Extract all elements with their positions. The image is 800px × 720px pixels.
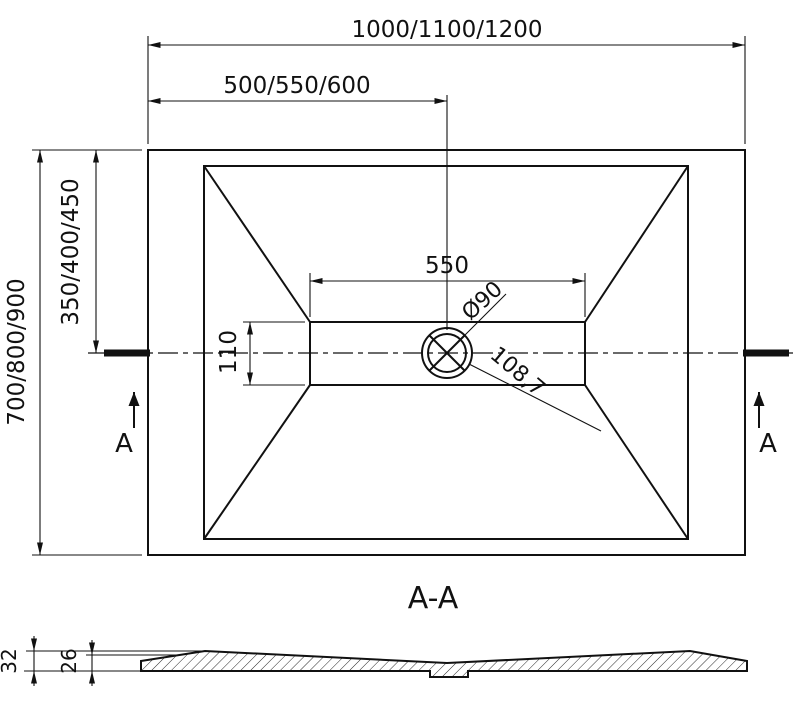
dim-section-base-height-label: 26 (57, 648, 81, 673)
slope-edge-bottom-right (584, 384, 689, 540)
dimensions: 1000/1100/1200 500/550/600 700/800/900 3… (4, 17, 746, 556)
dim-drain-diameter: Ø90 (457, 277, 508, 337)
leader-line (468, 363, 602, 432)
dim-center-depth: 350/400/450 (58, 150, 99, 353)
dim-flat-area-depth-label: 110 (216, 330, 242, 374)
dim-flat-area-width: 550 (309, 253, 586, 317)
dim-overall-width: 1000/1100/1200 (147, 17, 746, 144)
slope-edge-top-left (203, 165, 311, 323)
dim-overall-depth-label: 700/800/900 (4, 278, 30, 425)
dim-center-width: 500/550/600 (148, 73, 447, 104)
slope-edge-top-right (584, 165, 689, 323)
dim-overall-width-label: 1000/1100/1200 (351, 17, 542, 43)
dim-flat-area-depth: 110 (216, 321, 305, 386)
slope-edge-bottom-left (203, 384, 311, 540)
dim-drain-diagonal-label: 108,7 (485, 342, 549, 402)
section-view: A-A 32 26 (0, 581, 748, 686)
dim-center-width-label: 500/550/600 (223, 73, 370, 99)
section-view-title: A-A (408, 581, 459, 616)
dim-flat-area-width-label: 550 (425, 253, 469, 279)
leader-line (463, 293, 507, 337)
dim-overall-depth: 700/800/900 (4, 149, 142, 556)
dim-center-depth-label: 350/400/450 (58, 178, 84, 325)
dim-section-edge-height: 32 (0, 636, 206, 686)
top-view (88, 95, 793, 556)
dim-section-base-height: 26 (57, 640, 176, 686)
section-marker-label-right: A (759, 429, 777, 459)
tray-cross-section-profile (140, 649, 748, 678)
dim-section-edge-height-label: 32 (0, 648, 21, 673)
section-cut-markers: A A (104, 349, 789, 459)
dim-drain-diagonal: 108,7 (468, 342, 602, 432)
section-marker-label-left: A (115, 429, 133, 459)
dim-drain-diameter-label: Ø90 (457, 277, 507, 326)
